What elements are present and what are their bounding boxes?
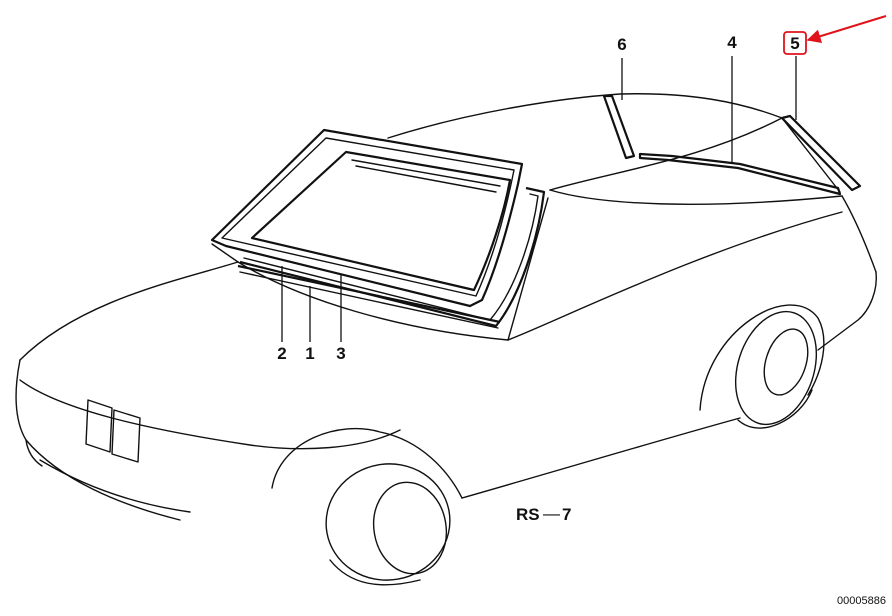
windshield-assembly — [210, 128, 546, 329]
diagram-code-prefix: RS — [516, 505, 540, 524]
leader-lines — [281, 56, 797, 342]
callout-4: 4 — [727, 33, 737, 52]
callout-5[interactable]: 5 — [790, 34, 799, 53]
highlight-arrow — [806, 15, 887, 43]
reference-number: 00005886 — [837, 595, 886, 607]
callout-6: 6 — [617, 35, 626, 54]
callout-3: 3 — [336, 344, 345, 363]
callout-2: 2 — [277, 344, 286, 363]
callout-1: 1 — [305, 344, 314, 363]
car-body-drawing — [15, 93, 877, 586]
roof-mouldings — [602, 94, 862, 196]
highlight-box — [783, 31, 807, 55]
diagram-code-number: 7 — [562, 505, 571, 524]
diagram-code-separator: — — [543, 504, 560, 523]
